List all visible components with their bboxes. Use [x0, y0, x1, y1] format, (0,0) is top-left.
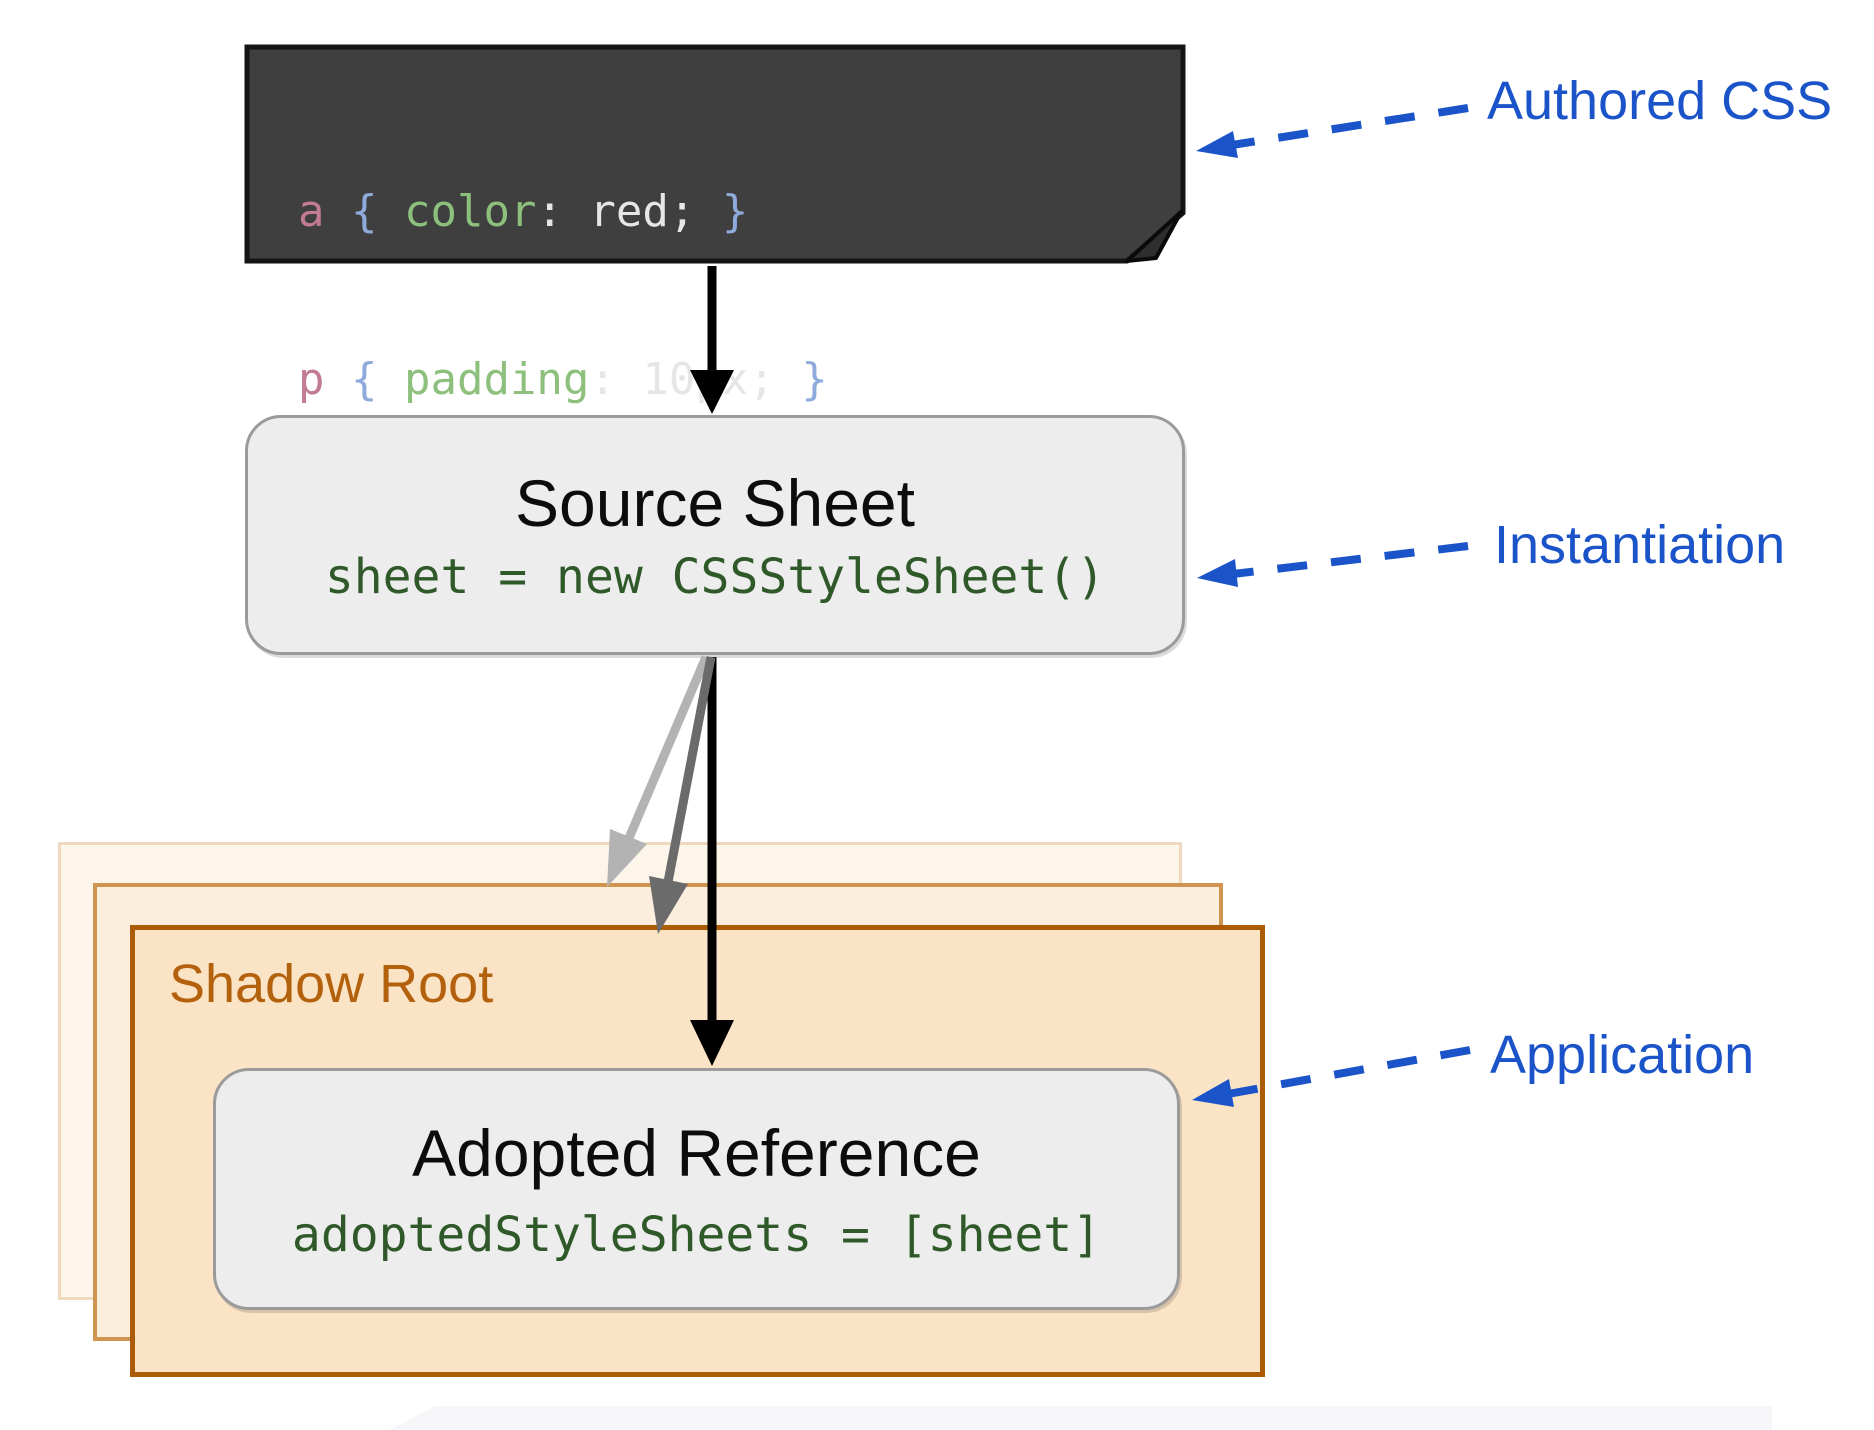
- css-value: : 10px;: [589, 354, 802, 405]
- css-selector: a: [298, 186, 325, 237]
- dashed-arrow-authored: [1196, 104, 1469, 158]
- css-selector: p: [298, 354, 325, 405]
- adopted-reference-code: adoptedStyleSheets = [sheet]: [291, 1207, 1102, 1263]
- close-brace: }: [721, 186, 749, 237]
- source-sheet-title: Source Sheet: [515, 466, 915, 540]
- shadow-root-title: Shadow Root: [169, 954, 494, 1014]
- adopted-reference-box: Adopted Reference adoptedStyleSheets = […: [213, 1068, 1180, 1310]
- adopted-reference-title: Adopted Reference: [412, 1116, 981, 1190]
- css-property: padding: [403, 354, 590, 405]
- css-rule-line-1: a { color: red; }: [298, 184, 828, 240]
- open-brace: {: [324, 354, 404, 405]
- css-value: : red;: [536, 186, 722, 237]
- annotation-instantiation: Instantiation: [1494, 515, 1786, 575]
- dashed-arrow-instantiation: [1197, 542, 1469, 587]
- css-rule-line-2: p { padding: 10px; }: [298, 352, 828, 408]
- close-brace: }: [801, 354, 828, 405]
- open-brace: {: [324, 186, 404, 237]
- source-sheet-code: sheet = new CSSStyleSheet(): [324, 549, 1106, 605]
- bottom-shadow-strip: [390, 1406, 1772, 1430]
- folded-corner-icon: [1125, 210, 1183, 263]
- annotation-application: Application: [1490, 1025, 1755, 1085]
- annotation-authored-css: Authored CSS: [1487, 71, 1833, 131]
- source-sheet-box: Source Sheet sheet = new CSSStyleSheet(): [245, 415, 1185, 655]
- css-property: color: [403, 186, 537, 237]
